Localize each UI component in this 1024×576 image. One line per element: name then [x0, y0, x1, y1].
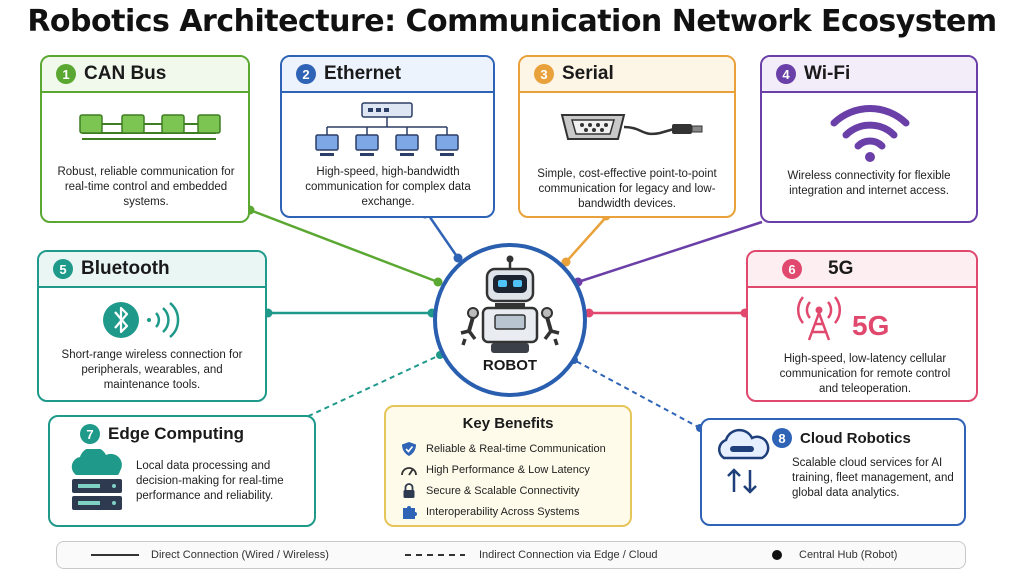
card-description: High-speed, high-bandwidth communication…: [305, 166, 471, 208]
card-title: CAN Bus: [84, 63, 167, 84]
card-number: 2: [296, 64, 316, 84]
card-title: Cloud Robotics: [800, 429, 911, 447]
legend-indirect: Indirect Connection via Edge / Cloud: [405, 542, 658, 568]
card-number: 3: [534, 64, 554, 84]
card-wifi: 4 Wi-Fi Wireless connectivity for flexib…: [760, 55, 978, 223]
central-hub: ROBOT: [433, 243, 587, 397]
card-description: Short-range wireless connection for peri…: [61, 349, 243, 391]
card-5g: 6 5G 5G High-speed, low-latency cellular…: [746, 250, 978, 402]
card-title: Wi-Fi: [804, 63, 851, 84]
line-wifi: [577, 220, 763, 284]
cloud-sync-icon: [717, 428, 770, 494]
card-title: Edge Computing: [108, 424, 244, 443]
benefit-item: Secure & Scalable Connectivity: [400, 483, 579, 499]
card-edge-computing: 7 Edge Computing Local data processing a…: [48, 415, 316, 527]
card-cloud-robotics: 8 Cloud Robotics Scalable cloud services…: [700, 418, 966, 526]
card-can-bus: 1 CAN Bus Robust, reliable communication…: [40, 55, 250, 223]
card-title: 5G: [828, 258, 854, 279]
hub-label: ROBOT: [482, 357, 538, 374]
card-title: Ethernet: [324, 63, 402, 84]
legend-hub: Central Hub (Robot): [771, 542, 897, 568]
wifi-icon: [830, 105, 910, 162]
card-description: High-speed, low-latency cellular communi…: [779, 353, 951, 395]
card-bluetooth: 5 Bluetooth Short-range wireless connect…: [37, 250, 267, 402]
gauge-icon: [401, 467, 417, 476]
card-title: Bluetooth: [81, 258, 170, 279]
card-description: Simple, cost-effective point-to-point co…: [537, 168, 717, 210]
benefits-title: Key Benefits: [462, 415, 554, 432]
card-description: Robust, reliable communication for real-…: [57, 166, 235, 208]
solid-line-icon: [91, 554, 139, 556]
card-number: 1: [56, 64, 76, 84]
card-description: Wireless connectivity for flexible integ…: [787, 170, 951, 197]
card-serial: 3 Serial Simple, cost-effective point-to…: [518, 55, 736, 218]
lock-icon: [403, 483, 415, 498]
page-title: Robotics Architecture: Communication Net…: [27, 4, 997, 39]
cell-tower-icon: [796, 296, 842, 341]
benefit-item: High Performance & Low Latency: [400, 462, 590, 478]
card-title: Serial: [562, 63, 614, 84]
benefit-item: Interoperability Across Systems: [400, 504, 579, 520]
hub-dot-icon: [772, 550, 782, 560]
shield-icon: [402, 442, 416, 456]
card-number: 7: [80, 424, 100, 444]
card-description: Scalable cloud services for AI training,…: [792, 457, 954, 499]
key-benefits-panel: Key Benefits Reliable & Real-time Commun…: [384, 405, 632, 527]
node-can-hub: [433, 277, 443, 287]
card-number: 4: [776, 64, 796, 84]
puzzle-icon: [403, 506, 417, 519]
card-number: 8: [772, 428, 792, 448]
can-bus-icon: [79, 114, 221, 140]
line-serial: [565, 214, 609, 263]
card-description: Local data processing and decision-makin…: [136, 460, 284, 502]
serial-connector-icon: [560, 114, 703, 140]
network-switch-icon: [315, 102, 459, 156]
dashed-line-icon: [405, 554, 465, 556]
5g-logo-text: 5G: [852, 310, 890, 341]
card-number: 6: [782, 259, 802, 279]
line-can: [249, 208, 439, 284]
line-cloud: [573, 359, 701, 429]
legend-direct: Direct Connection (Wired / Wireless): [91, 542, 329, 568]
bluetooth-icon: [103, 302, 180, 338]
card-number: 5: [53, 259, 73, 279]
card-ethernet: 2 Ethernet High-speed, high-bandwidth co…: [280, 55, 495, 218]
legend: Direct Connection (Wired / Wireless) Ind…: [56, 541, 966, 569]
line-ethernet: [423, 209, 460, 259]
line-edge: [299, 354, 441, 421]
edge-server-icon: [71, 449, 122, 510]
benefit-item: Reliable & Real-time Communication: [400, 441, 606, 457]
robot-icon: [460, 255, 560, 353]
